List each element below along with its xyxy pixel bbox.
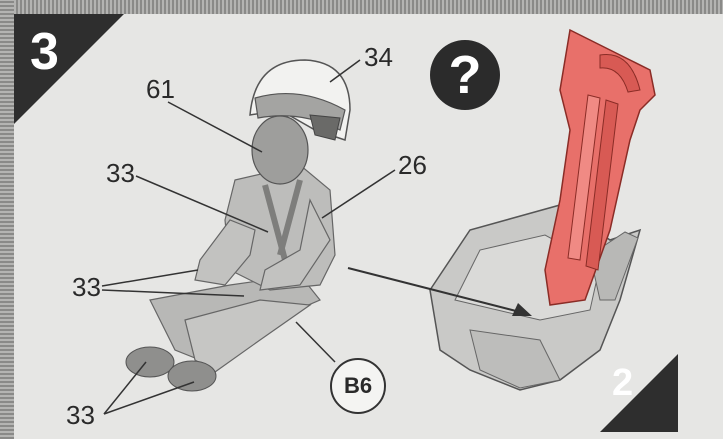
callout-figure: 26: [398, 150, 427, 181]
callout-feet: 33: [66, 400, 95, 431]
callout-visor: 61: [146, 74, 175, 105]
question-mark-icon: ?: [430, 40, 500, 110]
callout-helmet: 34: [364, 42, 393, 73]
sub-step-number: 2: [612, 362, 633, 405]
question-mark-glyph: ?: [449, 48, 482, 102]
callout-hands: 33: [72, 272, 101, 303]
pilot-figure: [126, 60, 350, 391]
reference-circle: B6: [330, 358, 386, 414]
step-number: 3: [30, 22, 59, 82]
callout-harness: 33: [106, 158, 135, 189]
